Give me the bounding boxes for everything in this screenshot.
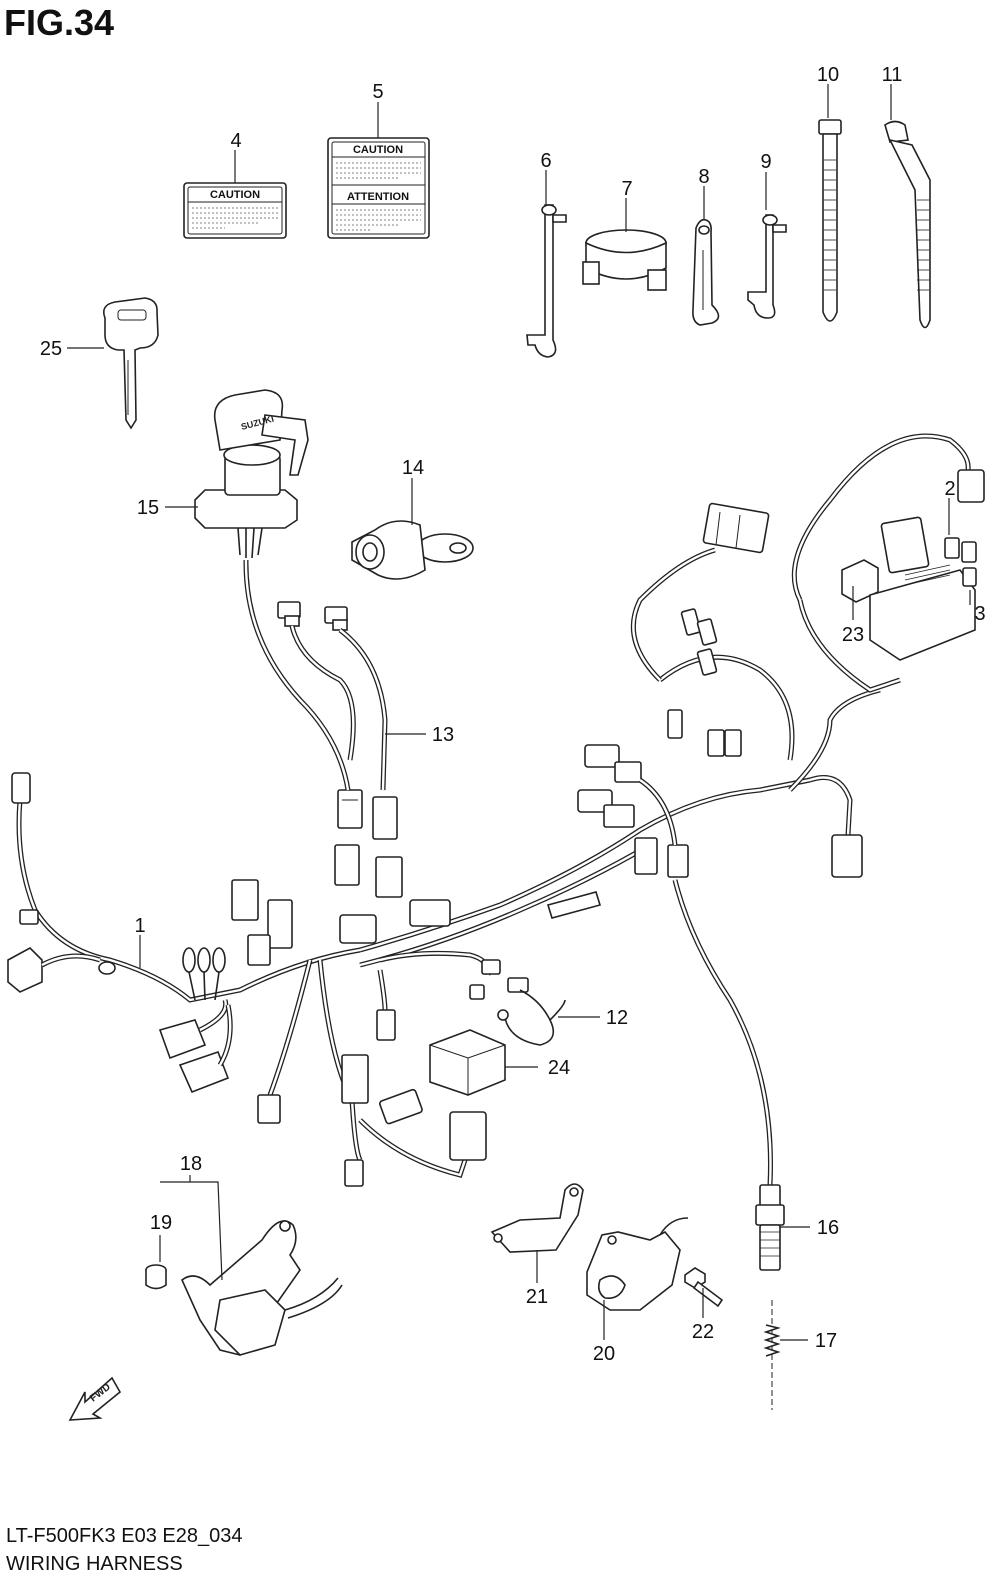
callout-4: 4 [230,130,241,152]
figure-title: FIG.34 [4,2,115,43]
callout-25: 25 [40,338,62,360]
main-wiring-harness-1 [7,433,985,1187]
fuse-box-23 [841,516,976,661]
callout-12: 12 [606,1007,628,1029]
callout-13: 13 [432,724,454,746]
leader-lines [67,84,971,1341]
callout-numbers: 1 2 3 4 5 6 7 8 9 10 11 12 13 14 15 16 1… [40,64,986,1365]
callout-20: 20 [593,1343,615,1365]
ground-lead-12 [497,977,566,1046]
switch-18 [181,1220,343,1356]
callout-7: 7 [621,178,632,200]
callout-23: 23 [842,624,864,646]
callout-18: 18 [180,1153,202,1175]
cable-tie-10 [818,119,842,322]
callout-22: 22 [692,1321,714,1343]
ignition-switch-15: SUZUKI [194,389,309,559]
fuse-3 [962,567,977,587]
callout-9: 9 [760,151,771,173]
callout-1: 1 [134,915,145,937]
bracket-21 [490,1183,584,1253]
callout-10: 10 [817,64,839,86]
callout-14: 14 [402,457,424,479]
ignition-key-25 [102,297,159,430]
figure-name: WIRING HARNESS [6,1553,183,1575]
callout-3: 3 [974,603,985,625]
callout-11: 11 [882,64,903,86]
cable-tie-11 [884,120,931,329]
fuse-2 [944,537,977,563]
attention-text: ATTENTION [347,191,409,203]
callout-19: 19 [150,1212,172,1234]
clamp-9 [747,214,787,319]
clamp-6 [526,204,567,358]
callout-8: 8 [698,166,709,188]
sub-harness-13 [277,601,398,840]
sensor-16 [672,879,785,1271]
spacer-19 [145,1264,167,1290]
switch-20 [586,1217,689,1311]
callout-24: 24 [548,1057,570,1079]
relay-24 [429,1029,506,1096]
callout-2: 2 [944,478,955,500]
bolt-22 [684,1267,724,1308]
clamp-8 [692,218,720,326]
caution-small-text: CAUTION [210,189,260,201]
caution-attention-label: CAUTION ATTENTION [327,137,430,239]
fwd-arrow: FWD [68,1376,122,1421]
callout-15: 15 [137,497,159,519]
caution-large-text: CAUTION [353,144,403,156]
socket-14 [351,520,474,580]
spring-17 [763,1300,781,1410]
callout-21: 21 [526,1286,548,1308]
callout-6: 6 [540,150,551,172]
band-clamp-7 [582,229,667,291]
callout-16: 16 [817,1217,839,1239]
callout-5: 5 [372,81,383,103]
caution-label-small: CAUTION [183,182,287,239]
callout-17: 17 [815,1330,837,1352]
model-code: LT-F500FK3 E03 E28_034 [6,1525,243,1547]
